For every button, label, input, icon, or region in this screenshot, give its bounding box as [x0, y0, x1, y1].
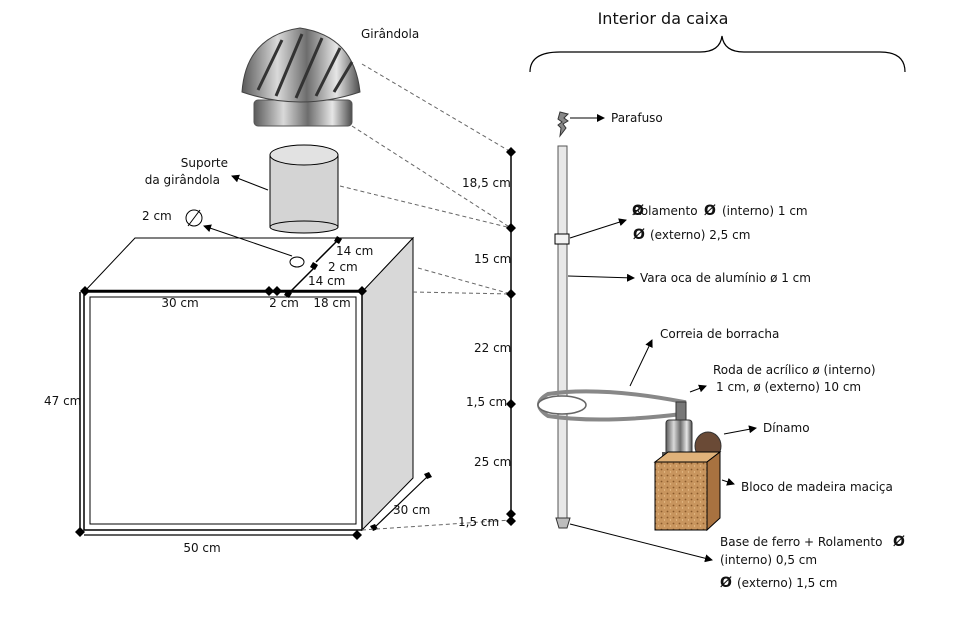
- dim-22-label: 22 cm: [474, 341, 511, 355]
- bearing-top: [554, 233, 570, 245]
- top-14cm-a-label: 14 cm: [336, 244, 373, 258]
- box-front-face: [83, 291, 363, 531]
- box: [82, 236, 415, 532]
- diam-symbol-2: Ø: [704, 203, 716, 219]
- diam-symbol-5: Ø: [720, 575, 732, 591]
- parafuso-label: Parafuso: [611, 111, 663, 125]
- suporte-arrow: [231, 174, 269, 191]
- width-50cm-label: 50 cm: [183, 541, 220, 555]
- bloco-label: Bloco de madeira maciça: [741, 480, 893, 494]
- wood-block: [653, 450, 722, 532]
- base-label-line1: Base de ferro + Rolamento: [720, 535, 882, 549]
- vertical-dimension-ladder: [506, 147, 516, 526]
- suporte-label-line1: Suporte: [181, 156, 228, 170]
- roda-label-line1: Roda de acrílico ø (interno): [713, 363, 876, 377]
- iron-base: [555, 517, 571, 529]
- roda-label-line2: 1 cm, ø (externo) 10 cm: [716, 380, 861, 394]
- depth-30cm-label: 30 cm: [393, 503, 430, 517]
- base-label-line3: (externo) 1,5 cm: [737, 576, 837, 590]
- diagram-title: Interior da caixa: [598, 9, 729, 28]
- suporte-label-line2: da girândola: [145, 173, 220, 187]
- dim-1-5a-label: 1,5 cm: [466, 395, 507, 409]
- diam-symbol-4: Ø: [893, 534, 905, 550]
- vara-label: Vara oca de alumínio ø 1 cm: [640, 271, 811, 285]
- rolamento-label-line2: (interno) 1 cm: [722, 204, 808, 218]
- dinamo-label: Dínamo: [763, 421, 810, 435]
- dim-18-5-label: 18,5 cm: [462, 176, 511, 190]
- top-2cm-label: 2 cm: [328, 260, 358, 274]
- rolamento-label-line3: (externo) 2,5 cm: [650, 228, 750, 242]
- height-47cm-label: 47 cm: [44, 394, 81, 408]
- front-18cm-label: 18 cm: [313, 296, 350, 310]
- front-30cm-label: 30 cm: [161, 296, 198, 310]
- dim-15-label: 15 cm: [474, 252, 511, 266]
- projection-lines: [339, 63, 512, 531]
- support-cylinder: [269, 144, 339, 234]
- hole-2cm-label: 2 cm: [142, 209, 172, 223]
- screw-icon: [557, 111, 569, 138]
- girandola-label: Girândola: [361, 27, 419, 41]
- acrylic-wheel: [537, 395, 587, 415]
- girandola-turbine: [241, 27, 361, 127]
- dim-25-label: 25 cm: [474, 455, 511, 469]
- diam-symbol-1: Ø: [632, 203, 644, 219]
- rubber-belt: [537, 389, 687, 422]
- interior-brace: [529, 35, 906, 73]
- top-hole: [289, 256, 305, 268]
- front-2cm-label: 2 cm: [269, 296, 299, 310]
- base-label-line2: (interno) 0,5 cm: [720, 553, 817, 567]
- aluminium-rod: [557, 145, 568, 519]
- dim-1-5b-label: 1,5 cm: [458, 515, 499, 529]
- diam-symbol-3: Ø: [633, 227, 645, 243]
- hole-diameter-icon: [185, 209, 203, 227]
- hole-arrow: [203, 224, 293, 257]
- correia-label: Correia de borracha: [660, 327, 779, 341]
- top-14cm-b-label: 14 cm: [308, 274, 345, 288]
- rolamento-label-line1: Rolamento: [633, 204, 698, 218]
- box-inner-edge: [89, 296, 357, 525]
